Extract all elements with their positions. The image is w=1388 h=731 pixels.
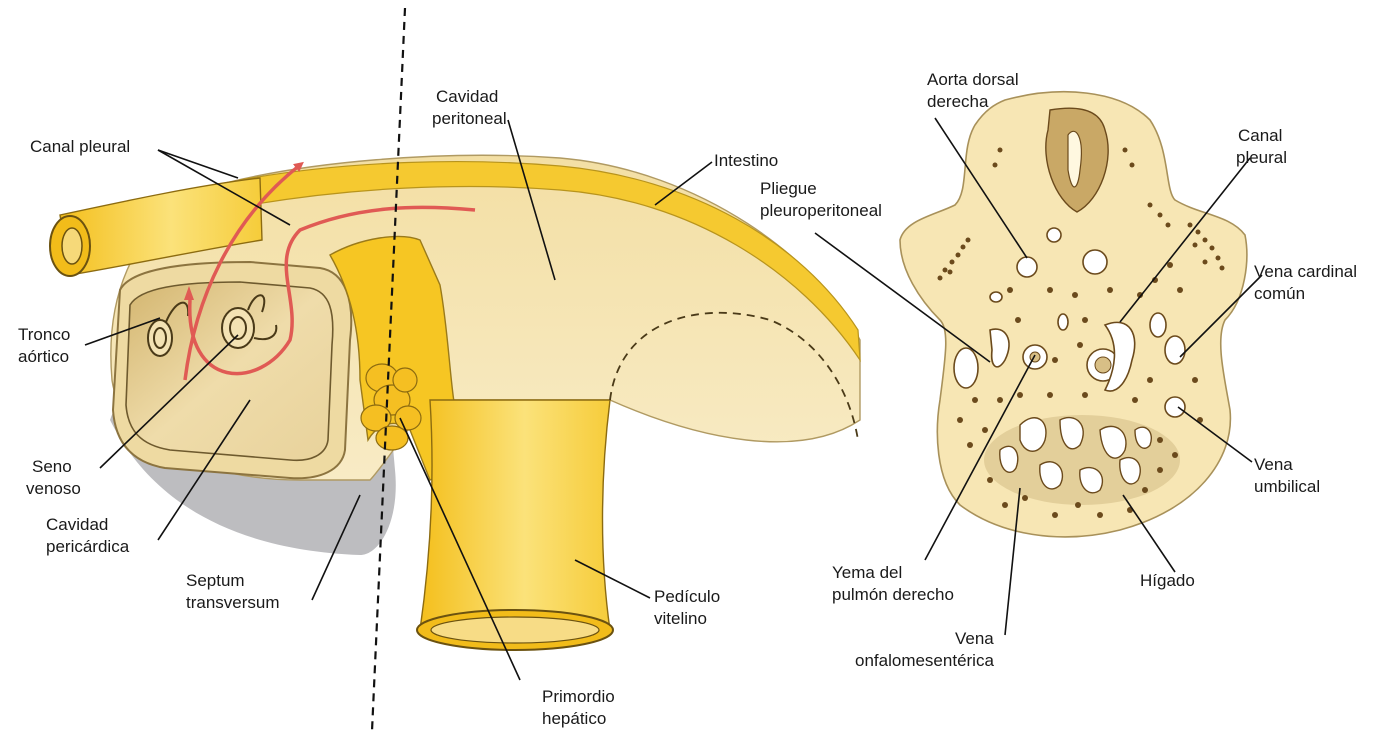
label-canal-pleural-r2: pleural bbox=[1236, 148, 1287, 167]
label-pediculo-vitelino-2: vitelino bbox=[654, 609, 707, 628]
label-pliegue-1: Pliegue bbox=[760, 179, 817, 198]
label-higado: Hígado bbox=[1140, 571, 1195, 590]
label-vena-umbilical-2: umbilical bbox=[1254, 477, 1320, 496]
label-intestino: Intestino bbox=[714, 151, 778, 170]
label-seno-venoso-2: venoso bbox=[26, 479, 81, 498]
label-yema-2: pulmón derecho bbox=[832, 585, 954, 604]
label-vena-cardinal-1: Vena cardinal bbox=[1254, 262, 1357, 281]
label-pediculo-vitelino-1: Pedículo bbox=[654, 587, 720, 606]
vitelline-stalk bbox=[420, 400, 610, 630]
label-pliegue-2: pleuroperitoneal bbox=[760, 201, 882, 220]
label-tronco-aortico-1: Tronco bbox=[18, 325, 70, 344]
label-aorta-dorsal-1: Aorta dorsal bbox=[927, 70, 1019, 89]
pericardial-cavity bbox=[126, 282, 333, 460]
label-primordio-hepatico-1: Primordio bbox=[542, 687, 615, 706]
label-cavidad-peritoneal-2: peritoneal bbox=[432, 109, 507, 128]
label-tronco-aortico-2: aórtico bbox=[18, 347, 69, 366]
label-cavidad-peritoneal-1: Cavidad bbox=[436, 87, 498, 106]
label-vena-cardinal-2: común bbox=[1254, 284, 1305, 303]
label-primordio-hepatico-2: hepático bbox=[542, 709, 606, 728]
label-vena-onfalo-1: Vena bbox=[955, 629, 994, 648]
label-vena-umbilical-1: Vena bbox=[1254, 455, 1293, 474]
label-seno-venoso-1: Seno bbox=[32, 457, 72, 476]
label-septum-transversum-2: transversum bbox=[186, 593, 280, 612]
label-cavidad-pericardica-2: pericárdica bbox=[46, 537, 130, 556]
label-vena-onfalo-2: onfalomesentérica bbox=[855, 651, 994, 670]
label-septum-transversum-1: Septum bbox=[186, 571, 245, 590]
label-yema-1: Yema del bbox=[832, 563, 902, 582]
label-cavidad-pericardica-1: Cavidad bbox=[46, 515, 108, 534]
label-canal-pleural: Canal pleural bbox=[30, 137, 130, 156]
label-canal-pleural-r1: Canal bbox=[1238, 126, 1282, 145]
label-aorta-dorsal-2: derecha bbox=[927, 92, 989, 111]
left-figure: Canal pleural Cavidad peritoneal Intesti… bbox=[18, 8, 860, 731]
